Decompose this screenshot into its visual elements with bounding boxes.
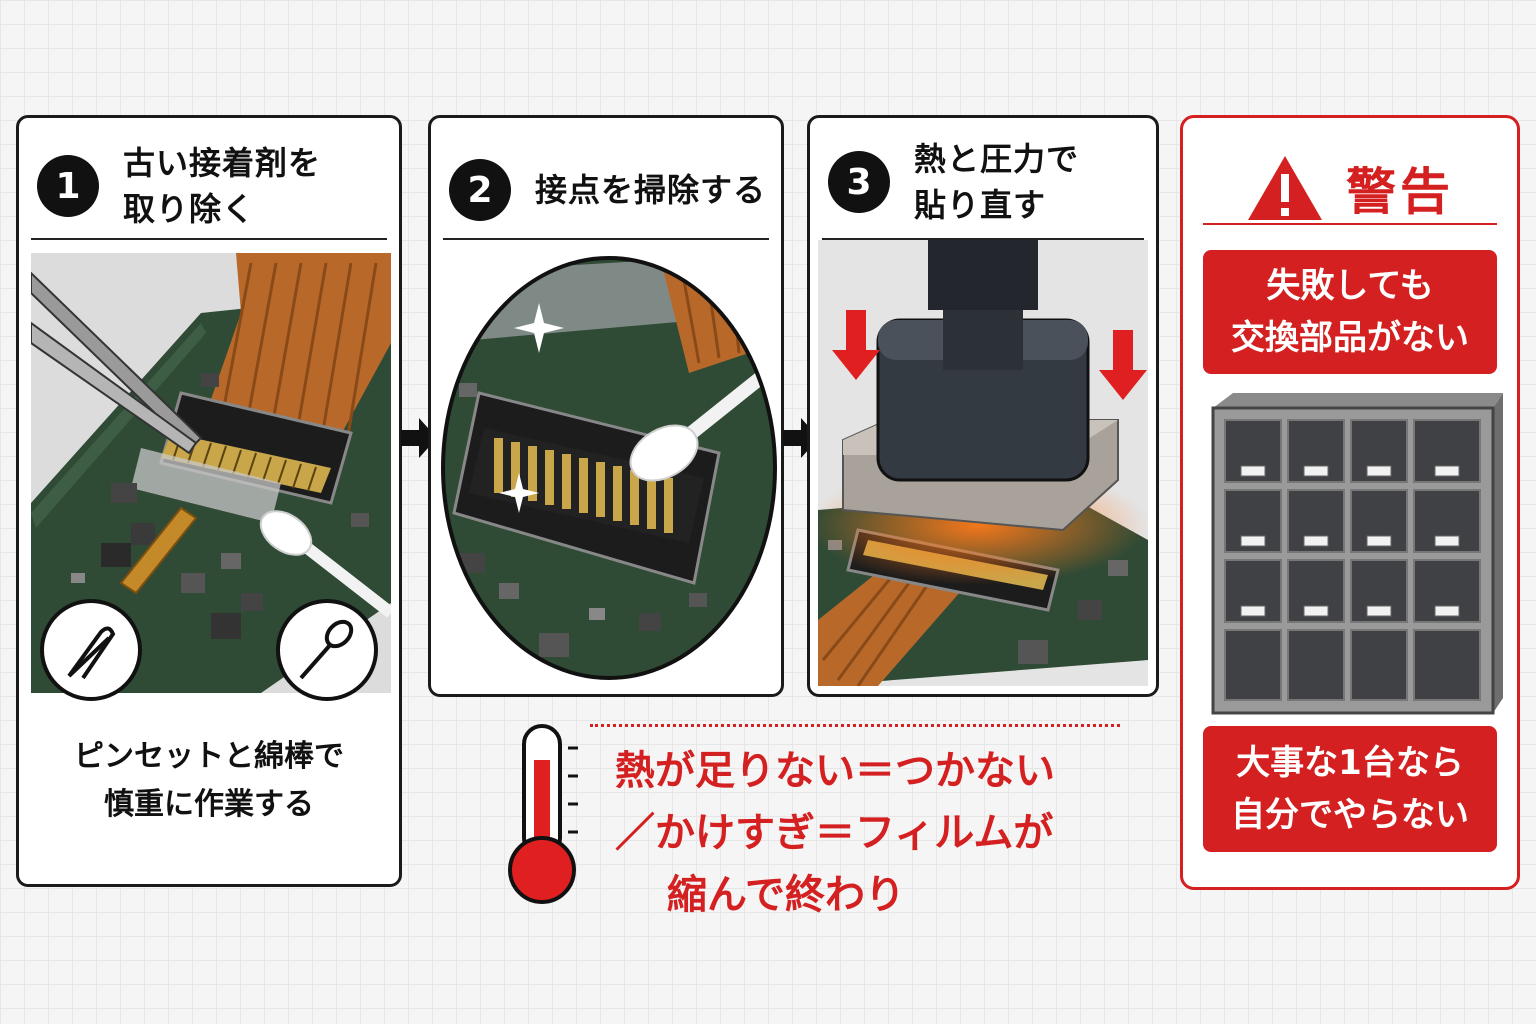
step2-title: 接点を掃除する (535, 171, 767, 209)
step1-caption: ピンセットと綿棒で 慎重に作業する (74, 739, 344, 822)
heat-note-divider (590, 724, 1120, 727)
step1-title: 古い接着剤を 取り除く (123, 144, 322, 228)
step1-divider (31, 238, 387, 240)
warning-divider (1203, 223, 1497, 225)
step1-panel: 1 古い接着剤を 取り除く (16, 115, 402, 887)
step3-number-badge: 3 (828, 151, 890, 213)
empty-parts-cabinet-icon (1211, 393, 1503, 715)
step2-number-badge: 2 (449, 159, 511, 221)
tweezers-icon (40, 599, 142, 701)
warning-icon (1248, 156, 1322, 220)
step2-panel: 2 接点を掃除する (428, 115, 784, 697)
warning-panel: 警告 失敗しても 交換部品がない 大事な1台なら 自分で (1180, 115, 1520, 890)
step1-header: 1 古い接着剤を 取り除く (19, 136, 399, 236)
warning-box-no-parts: 失敗しても 交換部品がない (1203, 250, 1497, 374)
step1-number-badge: 1 (37, 155, 99, 217)
thermometer-icon (508, 724, 578, 904)
cotton-swab-icon (276, 599, 378, 701)
warning-box-dont-diy: 大事な1台なら 自分でやらない (1203, 726, 1497, 852)
warning-header: 警告 (1183, 148, 1517, 228)
heat-note: 熱が足りない＝つかない ／かけすぎ＝フィルムが 縮んで終わり (615, 748, 1055, 918)
step2-divider (443, 238, 769, 240)
step2-illustration (441, 256, 777, 680)
step2-header: 2 接点を掃除する (431, 140, 781, 240)
step3-panel: 3 熱と圧力で 貼り直す (807, 115, 1159, 697)
step3-illustration (818, 240, 1148, 686)
step1-illustration (31, 253, 391, 693)
warning-title: 警告 (1346, 163, 1454, 221)
step3-divider (822, 238, 1144, 240)
step3-header: 3 熱と圧力で 貼り直す (810, 132, 1156, 232)
step3-title: 熱と圧力で 貼り直す (914, 140, 1080, 224)
